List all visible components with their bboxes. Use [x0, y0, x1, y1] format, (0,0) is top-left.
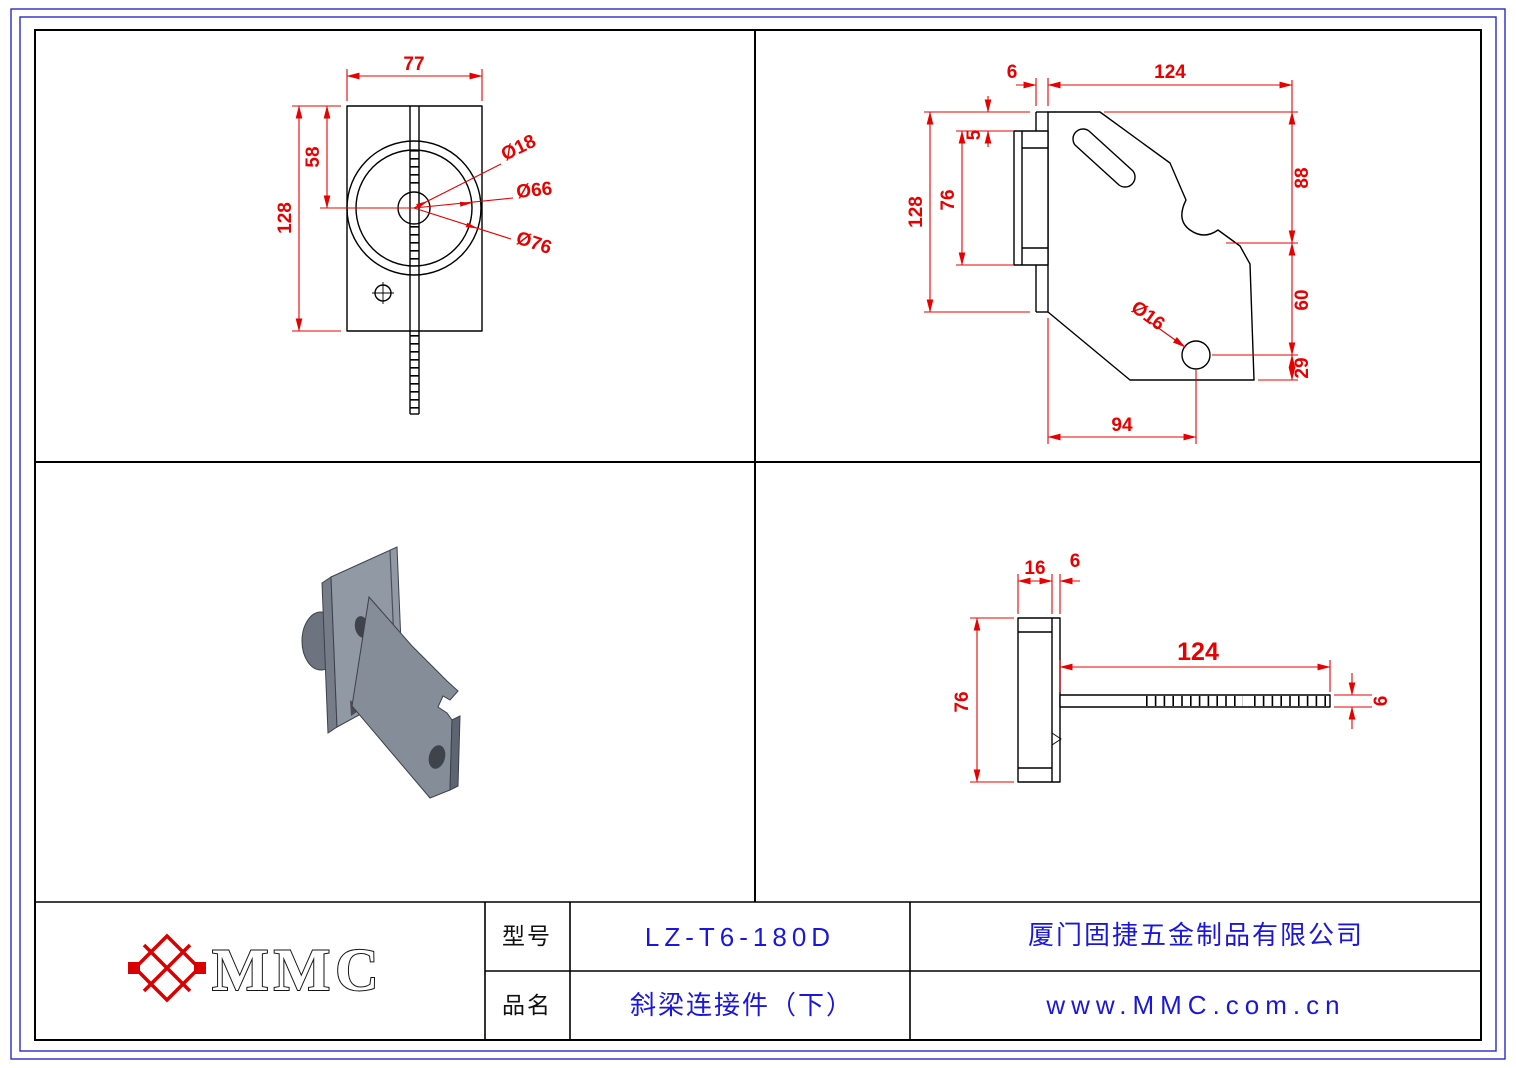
mmc-logo-icon — [128, 933, 206, 1003]
isometric-view — [301, 546, 461, 799]
name-value: 斜梁连接件（下） — [630, 990, 854, 1020]
dim-front-hole-offset: 58 — [303, 146, 324, 167]
dim-profile-tab-length: 124 — [1177, 638, 1219, 666]
side-view: 6 124 5 76 128 88 60 29 Ø16 9 — [906, 62, 1313, 444]
dim-profile-plate-depth: 16 — [1024, 558, 1045, 579]
profile-view: 16 6 76 124 6 — [952, 551, 1392, 783]
title-block: MMC 型号 品名 LZ-T6-180D 斜梁连接件（下） 厦门固捷五金制品有限… — [35, 901, 1481, 1040]
dim-side-lip: 5 — [964, 129, 985, 140]
model-label: 型号 — [502, 923, 552, 949]
dim-side-seg-top: 88 — [1292, 167, 1313, 188]
dim-front-width: 77 — [403, 54, 424, 75]
outer-border — [10, 8, 1506, 1060]
dim-side-height: 128 — [906, 196, 927, 228]
dim-side-channel-height: 76 — [938, 189, 959, 210]
dim-front-dia-outer: Ø76 — [513, 228, 554, 259]
dim-profile-height: 76 — [952, 691, 973, 712]
front-view: 77 58 128 Ø18 Ø66 Ø76 — [275, 54, 554, 415]
dim-side-seg-bottom: 29 — [1292, 357, 1313, 378]
company-name: 厦门固捷五金制品有限公司 — [1028, 920, 1364, 950]
dim-profile-tab-thickness: 6 — [1371, 696, 1392, 707]
company-website: www.MMC.com.cn — [1045, 990, 1345, 1020]
dim-side-hole-distance: 94 — [1111, 415, 1133, 436]
model-value: LZ-T6-180D — [645, 922, 835, 952]
logo-text: MMC — [212, 937, 384, 1003]
dim-front-dia-center: Ø18 — [498, 131, 539, 166]
dim-front-dia-inner: Ø66 — [515, 178, 553, 203]
mmc-logo: MMC — [128, 933, 384, 1004]
dim-side-seg-mid: 60 — [1292, 289, 1313, 310]
iso-gusset-edge — [449, 715, 461, 791]
dim-side-plate-thickness: 6 — [1007, 62, 1018, 83]
drawing-frame — [34, 29, 1482, 1041]
dim-profile-tab-offset: 6 — [1070, 551, 1081, 572]
dim-side-arm-length: 124 — [1154, 62, 1186, 83]
iso-gusset-face — [351, 595, 459, 799]
name-label: 品名 — [502, 992, 552, 1018]
dim-front-height: 128 — [275, 202, 296, 234]
inner-border — [19, 16, 1497, 1052]
sheet-frame — [10, 8, 1506, 1060]
iso-gusset-hole — [428, 745, 446, 769]
